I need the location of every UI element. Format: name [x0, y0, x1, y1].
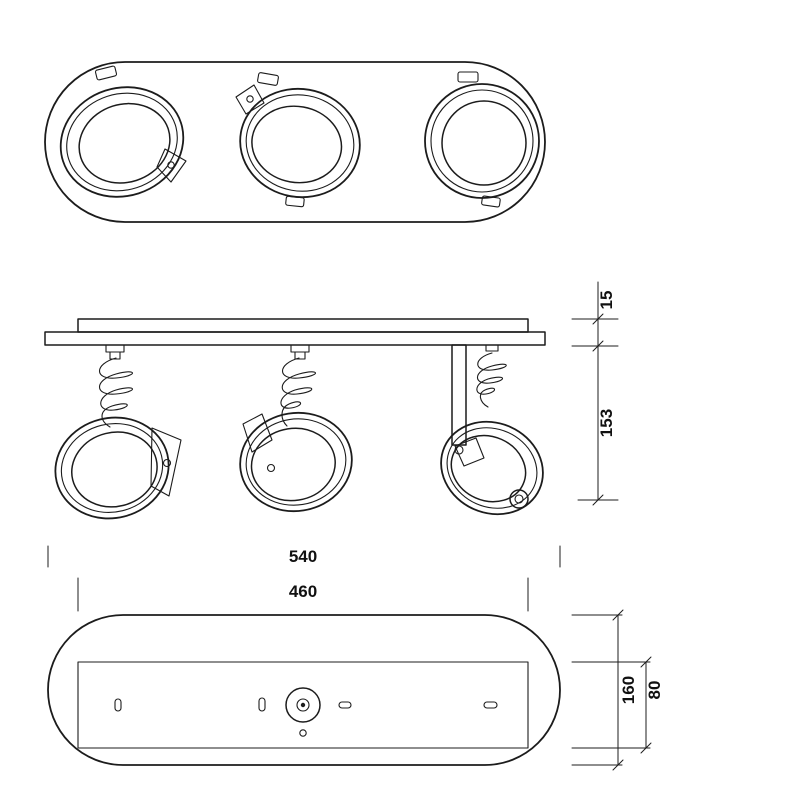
- dim-label-fixture-height: 153: [597, 409, 616, 437]
- dimension-tick: [592, 340, 604, 352]
- spot-rim-inner: [446, 427, 538, 509]
- dimension-tick: [640, 656, 652, 668]
- dimension-tick: [592, 313, 604, 325]
- spot-lens: [78, 102, 171, 184]
- cable-gland: [290, 344, 310, 353]
- tilt-bracket: [150, 427, 182, 497]
- spot-lens: [441, 100, 527, 186]
- mounting-clip: [257, 72, 279, 86]
- dimension-tick: [592, 494, 604, 506]
- cable-gland: [109, 351, 121, 360]
- center-outlet-dot: [300, 702, 306, 708]
- spot-rim-inner: [245, 418, 347, 506]
- dimension-tick: [612, 609, 624, 621]
- spot-rim-inner: [60, 423, 164, 513]
- mounting-slot: [258, 697, 266, 712]
- bracket-screw: [246, 95, 254, 103]
- coiled-cable: [98, 357, 134, 428]
- bracket-screw: [266, 463, 276, 473]
- spot-lens: [450, 434, 527, 503]
- tilt-bracket: [242, 413, 273, 453]
- spot-rim-outer: [440, 420, 544, 516]
- spot-rim-outer: [424, 83, 540, 199]
- mounting-clip: [94, 65, 118, 81]
- dim-label-overall-width: 540: [289, 547, 317, 566]
- coiled-cable: [280, 357, 317, 427]
- spot-rim-outer: [54, 416, 170, 520]
- cable-gland: [294, 351, 306, 360]
- canopy-plate: [44, 331, 546, 346]
- cable-gland: [485, 344, 499, 352]
- bottom-view: [47, 614, 561, 766]
- dim-label-inner-depth: 80: [645, 681, 664, 700]
- bottom-view-dimensions: 160 80: [571, 609, 664, 771]
- front-view-spot-2: [239, 344, 353, 513]
- mounting-slot: [338, 701, 352, 709]
- front-view: [44, 318, 546, 520]
- cable-gland: [105, 344, 125, 353]
- bracket-screw: [162, 458, 172, 468]
- front-view-spot-3: [440, 344, 544, 516]
- center-outlet-inner: [296, 698, 310, 712]
- top-view-spot-3: [424, 71, 540, 208]
- tilt-bracket: [235, 84, 265, 115]
- spot-rim-inner: [245, 94, 355, 192]
- bottom-view-baseplate-outline: [47, 614, 561, 766]
- dimension-tick: [612, 759, 624, 771]
- tilt-bracket: [454, 437, 485, 467]
- canopy-upper: [77, 318, 529, 333]
- adjust-knob-center: [514, 494, 524, 504]
- spot-lens: [71, 431, 158, 508]
- top-view-baseplate-outline: [44, 61, 546, 223]
- spot-rim-outer: [59, 86, 185, 198]
- tilt-bracket: [156, 148, 187, 183]
- dimension-tick: [640, 742, 652, 754]
- spot-rim-inner: [430, 89, 534, 193]
- spot-lens: [251, 105, 343, 184]
- top-view-spot-1: [59, 65, 187, 198]
- front-view-dimensions: 15 153: [571, 281, 619, 506]
- dim-label-canopy-thickness: 15: [597, 291, 616, 310]
- spot-rim-outer: [239, 87, 361, 199]
- screw-hole: [299, 729, 307, 737]
- front-view-spot-1: [54, 344, 182, 520]
- bottom-view-inner-plate: [77, 661, 529, 749]
- width-dimensions: 540 460: [47, 545, 561, 612]
- center-outlet: [285, 687, 321, 723]
- dim-label-inner-width: 460: [289, 582, 317, 601]
- spot-rim-outer: [239, 411, 353, 513]
- mounting-slot: [483, 701, 498, 709]
- mounting-clip: [457, 71, 479, 83]
- top-view-spot-2: [235, 72, 361, 208]
- spot-lens: [250, 427, 336, 502]
- spot-rim-inner: [66, 92, 178, 192]
- mounting-slot: [114, 698, 122, 712]
- dim-label-overall-depth: 160: [619, 676, 638, 704]
- coiled-cable: [476, 352, 507, 408]
- adjust-knob: [509, 489, 529, 509]
- top-view: [44, 61, 546, 223]
